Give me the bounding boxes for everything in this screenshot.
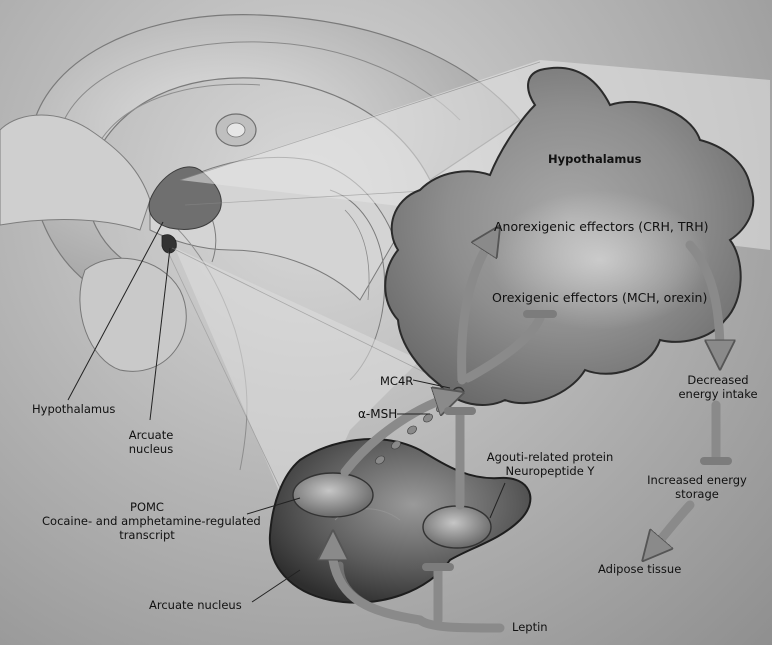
- label-agrp-npy: Agouti-related protein Neuropeptide Y: [470, 450, 630, 478]
- label-decreased-energy-intake-line1: Decreased: [687, 373, 749, 387]
- arrow-mc4r-to-anorexigenic: [457, 238, 492, 385]
- label-mc4r: MC4R: [380, 374, 414, 388]
- label-pomc-line2: Cocaine- and amphetamine-regulated: [42, 514, 261, 528]
- label-hypothalamus-title: Hypothalamus: [548, 152, 642, 166]
- arrow-leptin-to-arcuate: [336, 561, 424, 624]
- label-decreased-energy-intake: Decreased energy intake: [668, 373, 768, 401]
- label-pomc-cart: POMC Cocaine- and amphetamine-regulated …: [42, 500, 261, 542]
- label-decreased-energy-intake-line2: energy intake: [678, 387, 758, 401]
- label-agrp-line1: Agouti-related protein: [486, 450, 614, 464]
- leptin-main: [415, 615, 505, 633]
- pathway-arrows: [333, 238, 720, 633]
- label-increased-energy-storage: Increased energy storage: [622, 473, 772, 501]
- label-arcuate-nucleus-bottom: Arcuate nucleus: [149, 598, 242, 612]
- leader-lines: [67, 221, 506, 603]
- label-alpha-msh: α-MSH: [358, 407, 398, 421]
- label-pomc-line3: transcript: [119, 528, 175, 542]
- label-pomc-line1: POMC: [130, 500, 164, 514]
- label-arcuate-nucleus-left: Arcuate nucleus: [116, 428, 186, 456]
- label-arcuate-left-line1: Arcuate: [128, 428, 174, 442]
- hypothalamus-region: [384, 66, 755, 406]
- pomc-neuron: [292, 472, 374, 518]
- label-adipose-tissue: Adipose tissue: [598, 562, 682, 576]
- label-hypothalamus-left: Hypothalamus: [32, 402, 116, 416]
- label-agrp-line2: Neuropeptide Y: [505, 464, 595, 478]
- arrow-pomc-to-mc4r: [340, 397, 450, 477]
- arrow-storage-to-adipose: [652, 500, 695, 550]
- label-leptin: Leptin: [512, 620, 548, 634]
- arrow-anorexigenic-to-intake: [685, 240, 720, 355]
- agrp-neuron: [422, 505, 492, 549]
- label-anorexigenic-effectors: Anorexigenic effectors (CRH, TRH): [494, 219, 709, 234]
- label-orexigenic-effectors: Orexigenic effectors (MCH, orexin): [492, 290, 708, 305]
- inhibit-mc4r-to-orexigenic: [463, 313, 545, 383]
- inhibition-bars: [422, 310, 732, 571]
- label-increased-energy-storage-line2: storage: [675, 487, 719, 501]
- label-arcuate-left-line2: nucleus: [128, 442, 174, 456]
- label-increased-energy-storage-line1: Increased energy: [647, 473, 747, 487]
